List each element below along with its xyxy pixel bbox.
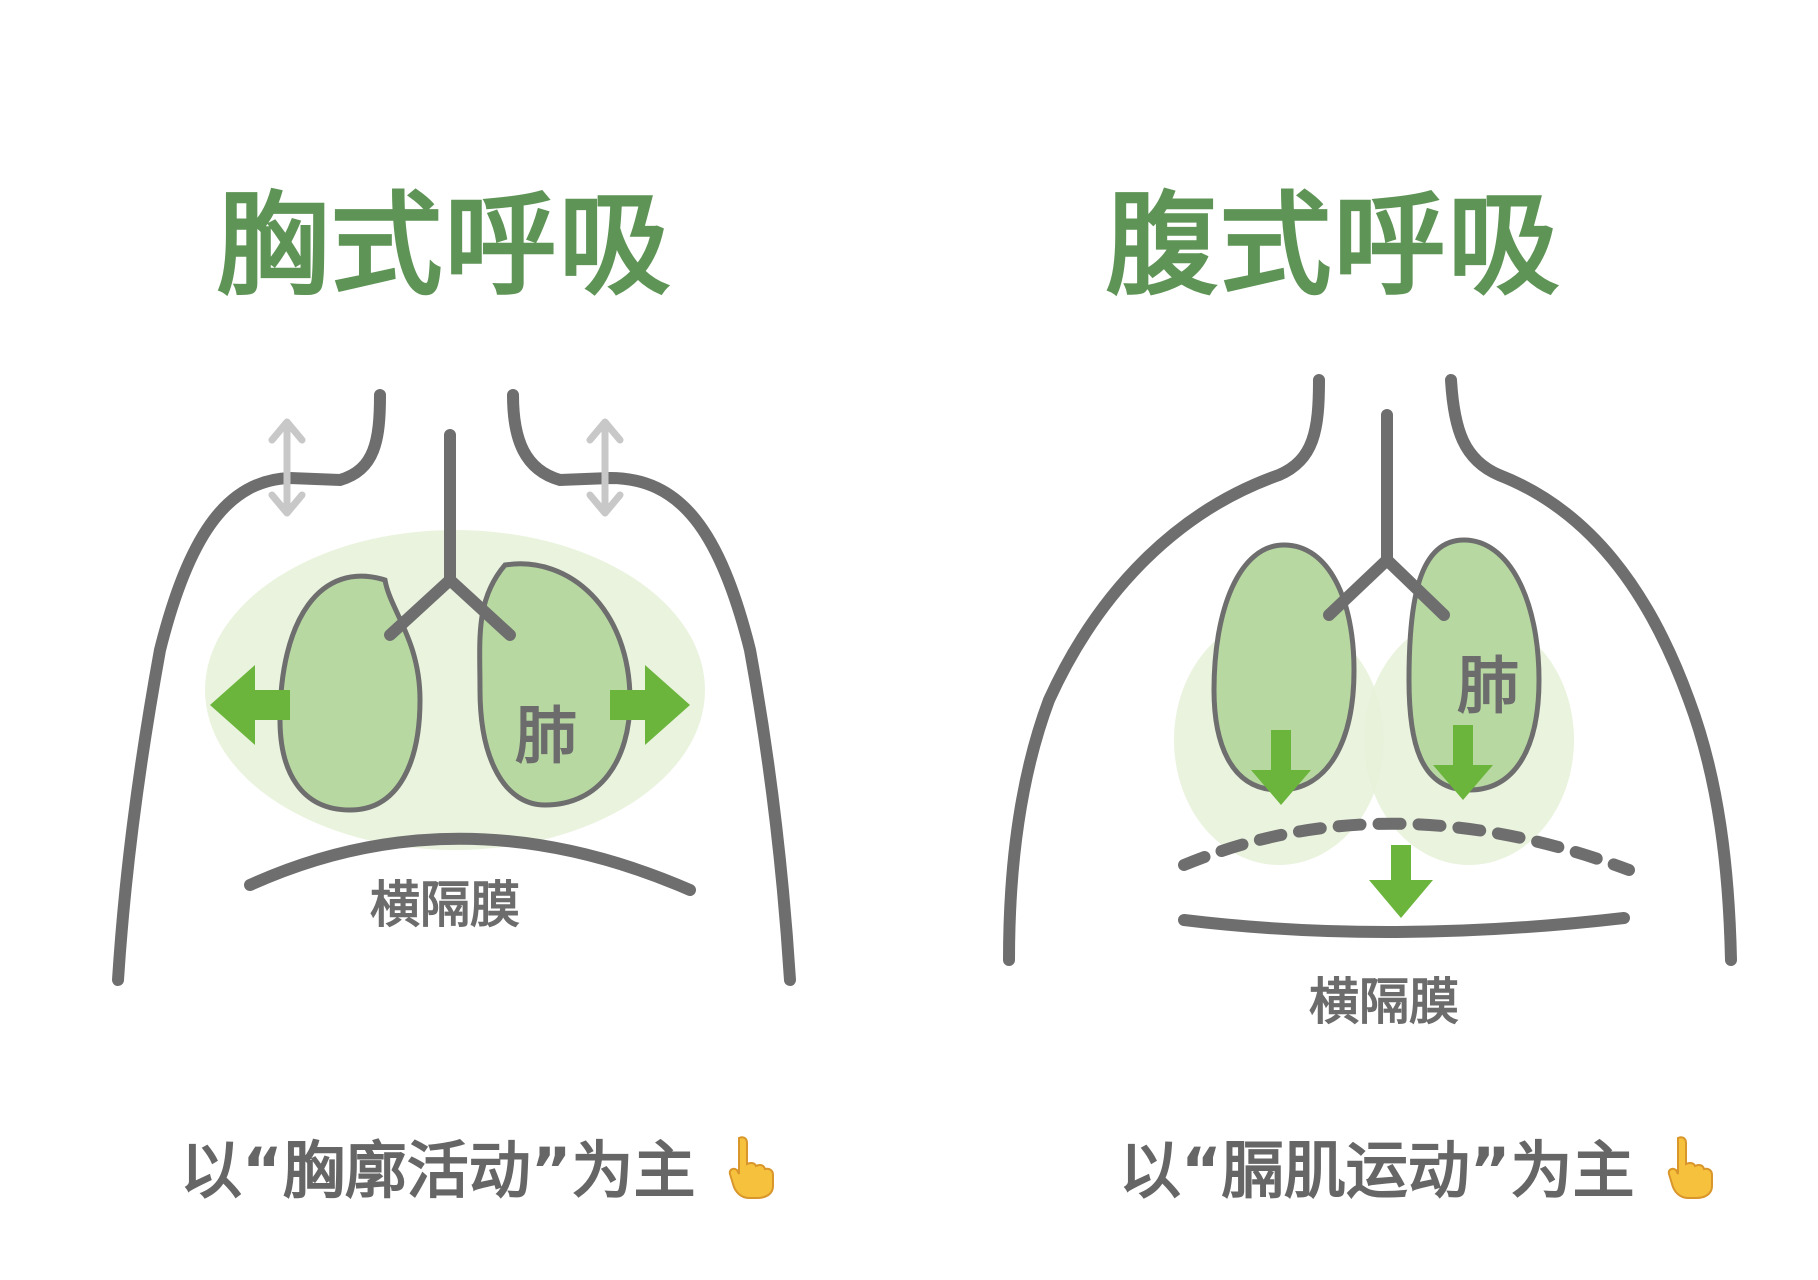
torso-outline-right: [1445, 374, 1737, 966]
abdominal-breathing-caption: 以“膈肌运动”为主: [1119, 1120, 1722, 1210]
diaphragm: [1178, 912, 1630, 938]
arrow-icon: [1369, 845, 1433, 918]
chest-breathing-panel: 胸式呼吸 肺 横隔膜 以“胸廓活动”为主: [112, 181, 796, 1210]
lung-right: [477, 561, 633, 808]
diaphragm-label: 横隔膜: [1309, 973, 1459, 1031]
abdominal-breathing-diagram: [1003, 374, 1737, 966]
diaphragm-dashed: [1178, 817, 1635, 876]
caption-text: 以“胸廓活动”为主: [180, 1134, 696, 1207]
diaphragm-label: 横隔膜: [370, 876, 520, 934]
abdominal-breathing-panel: 腹式呼吸 肺 横隔膜 以“膈肌运动”为主: [909, 0, 1818, 1280]
torso-outline-right: [507, 389, 796, 986]
double-arrow-icon: [268, 418, 306, 517]
torso-outline-left: [1003, 374, 1325, 966]
pointing-hand-icon: [1667, 1136, 1714, 1199]
arrow-icon: [610, 665, 690, 745]
diaphragm: [244, 832, 696, 896]
lung-label: 肺: [515, 699, 578, 772]
pointing-hand-icon: [728, 1136, 775, 1199]
lung-left: [277, 573, 423, 813]
arrow-icon: [1251, 730, 1311, 805]
arrow-icon: [210, 665, 290, 745]
abdominal-breathing-title: 腹式呼吸: [1105, 181, 1562, 311]
trachea: [1323, 409, 1450, 621]
lung-label: 肺: [1457, 649, 1520, 722]
double-arrow-icon: [586, 418, 624, 517]
torso-outline-left: [112, 389, 386, 986]
chest-breathing-title: 胸式呼吸: [216, 181, 673, 311]
caption-text: 以“膈肌运动”为主: [1119, 1134, 1635, 1207]
arrow-icon: [1433, 725, 1493, 800]
chest-breathing-diagram: [112, 389, 796, 986]
trachea: [384, 429, 516, 641]
chest-breathing-caption: 以“胸廓活动”为主: [180, 1120, 783, 1210]
